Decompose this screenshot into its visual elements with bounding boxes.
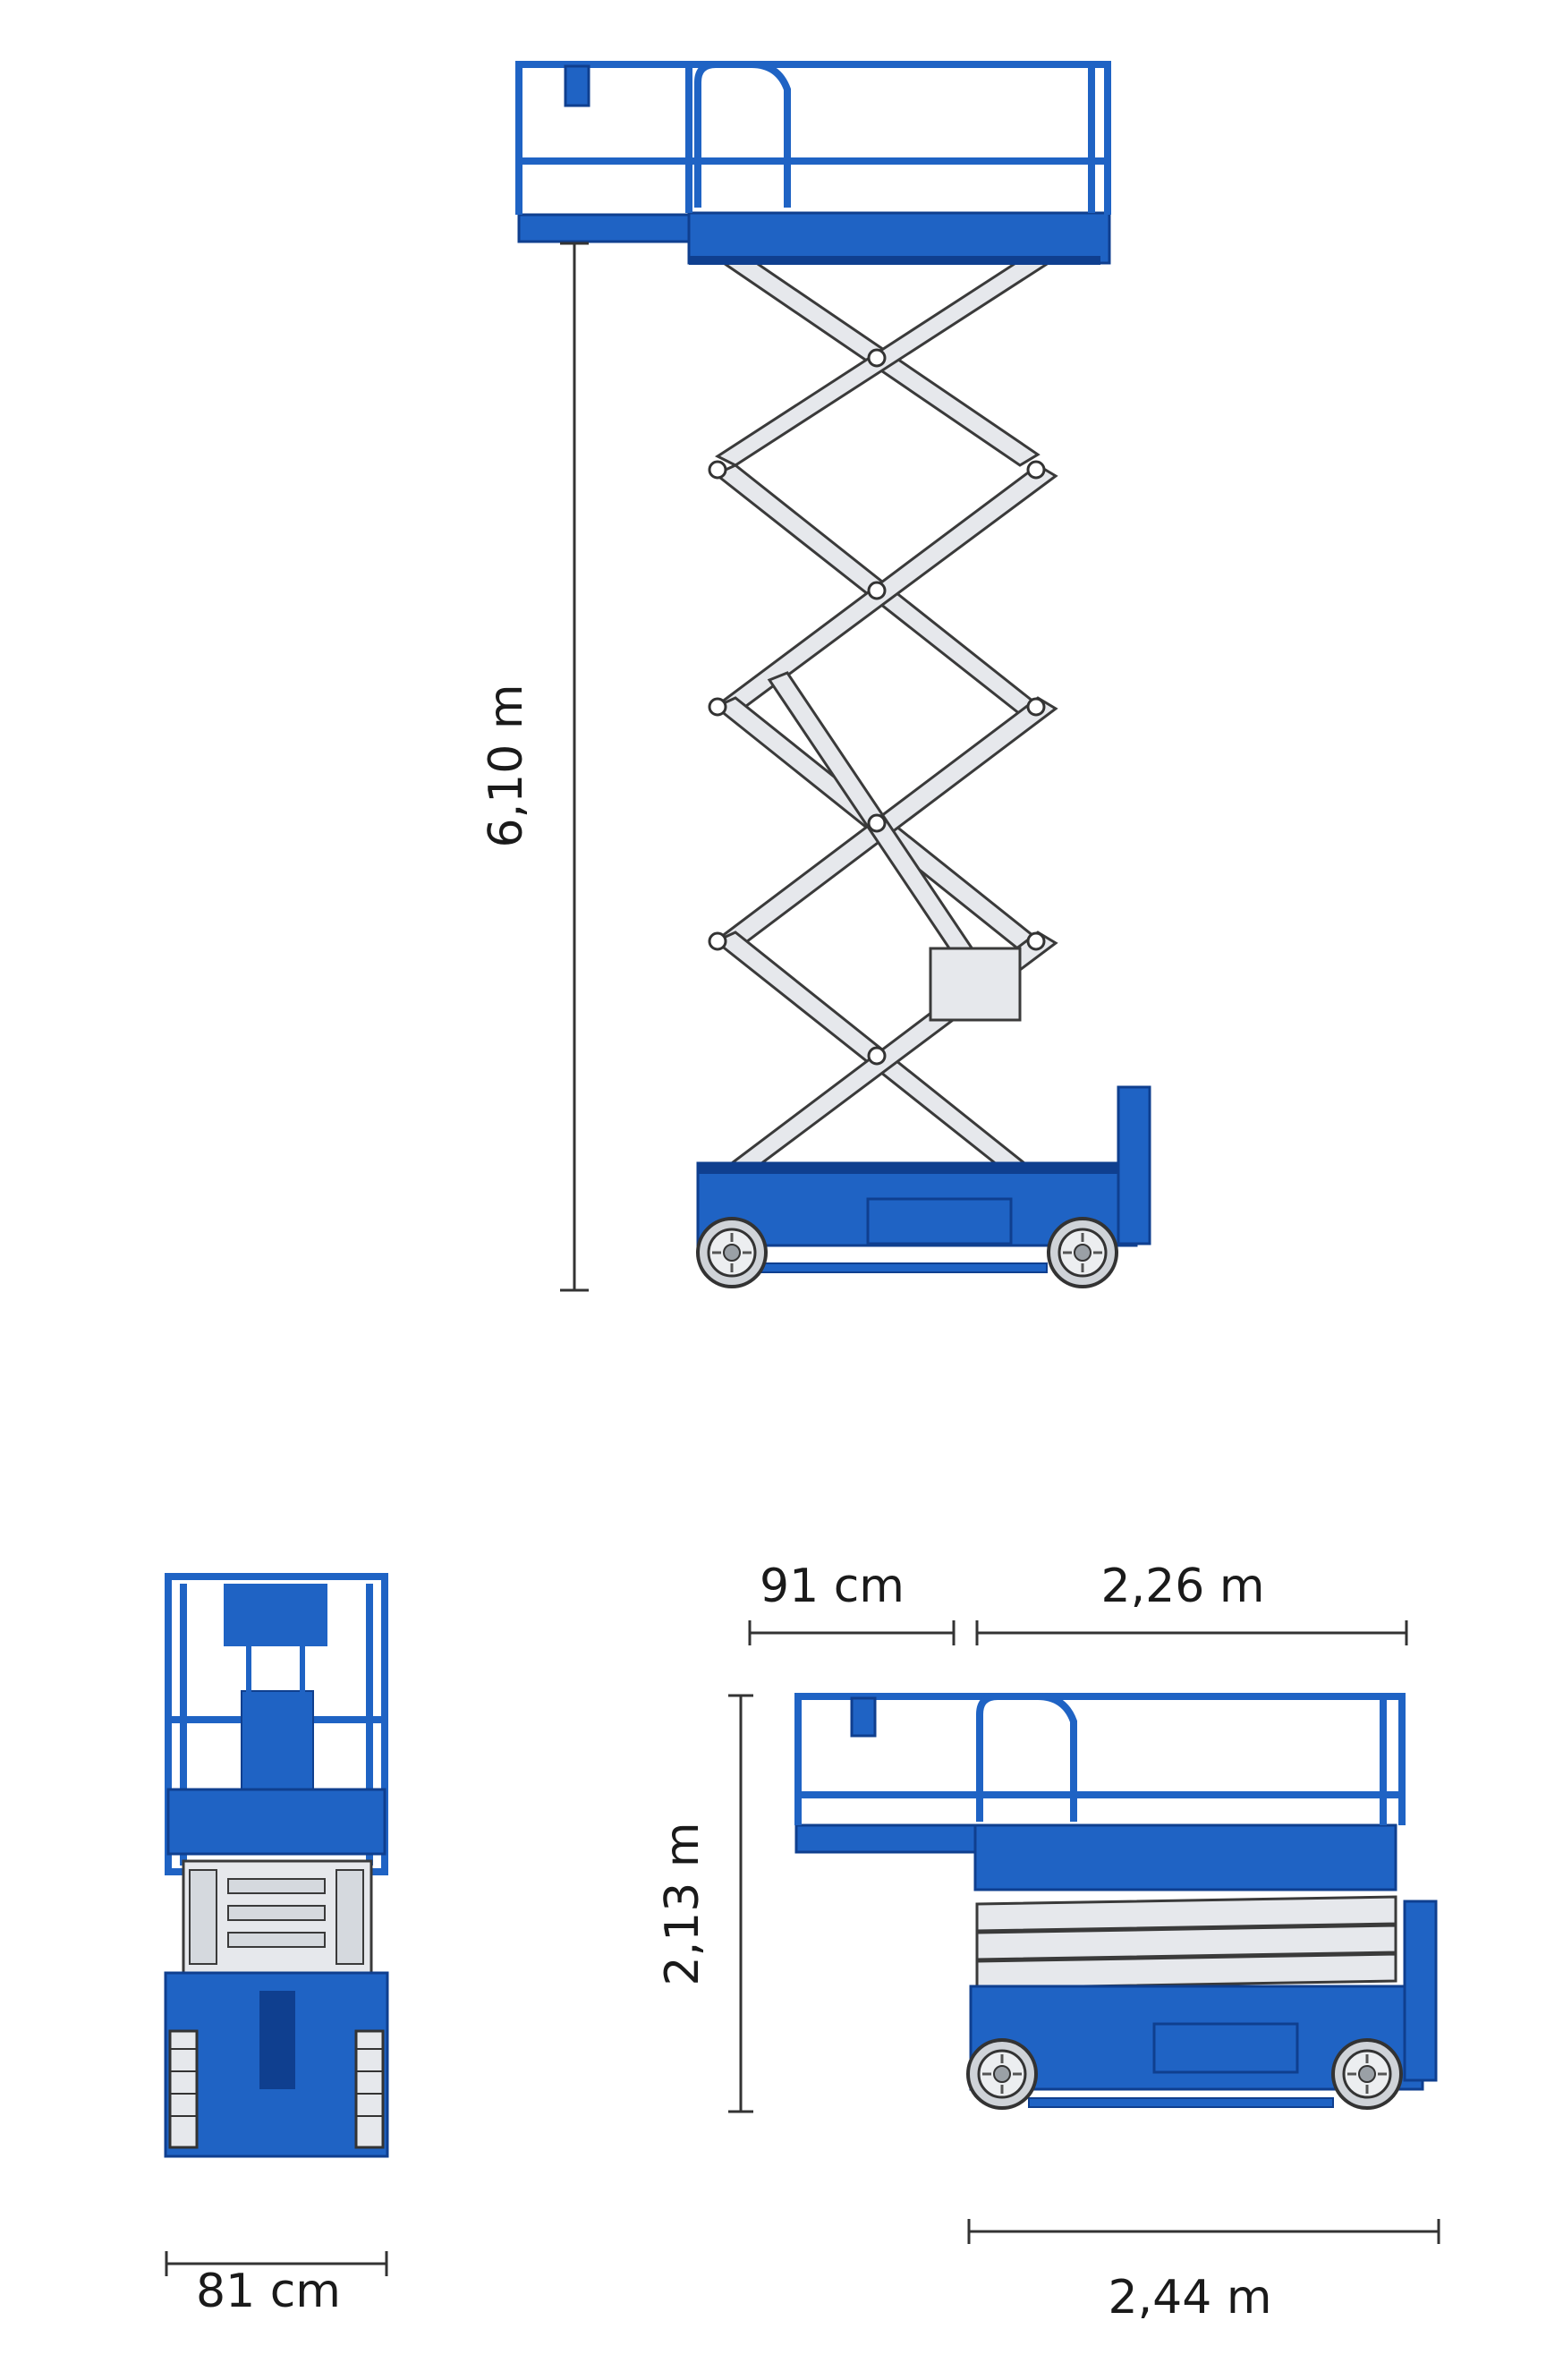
stowed-height-dimension [728,1694,753,2113]
overall-length-dimension [967,2219,1440,2244]
width-dimension [165,2251,388,2276]
stowed-scissors [975,1895,1397,1990]
raised-platform [515,61,1111,265]
extension-label: 91 cm [760,1560,905,1613]
end-view-width-label: 81 cm [196,2265,341,2318]
extension-dimension [748,1620,956,1645]
overall-length-label: 2,44 m [1109,2271,1272,2325]
stowed-side-view: 91 cm 2,26 m 2,13 m 2,44 m [656,1560,1440,2325]
raised-chassis [696,1085,1151,1288]
scissor-arms [712,247,1058,1185]
platform-length-label: 2,26 m [1101,1560,1265,1613]
platform-length-dimension [975,1620,1408,1645]
scissor-pins [708,348,1046,1066]
raised-side-view: 6,10 m [480,61,1151,1292]
stowed-height-label: 2,13 m [656,1823,709,1986]
height-dimension [560,242,589,1292]
end-view: 81 cm [164,1573,389,2318]
raised-height-label: 6,10 m [480,684,533,848]
